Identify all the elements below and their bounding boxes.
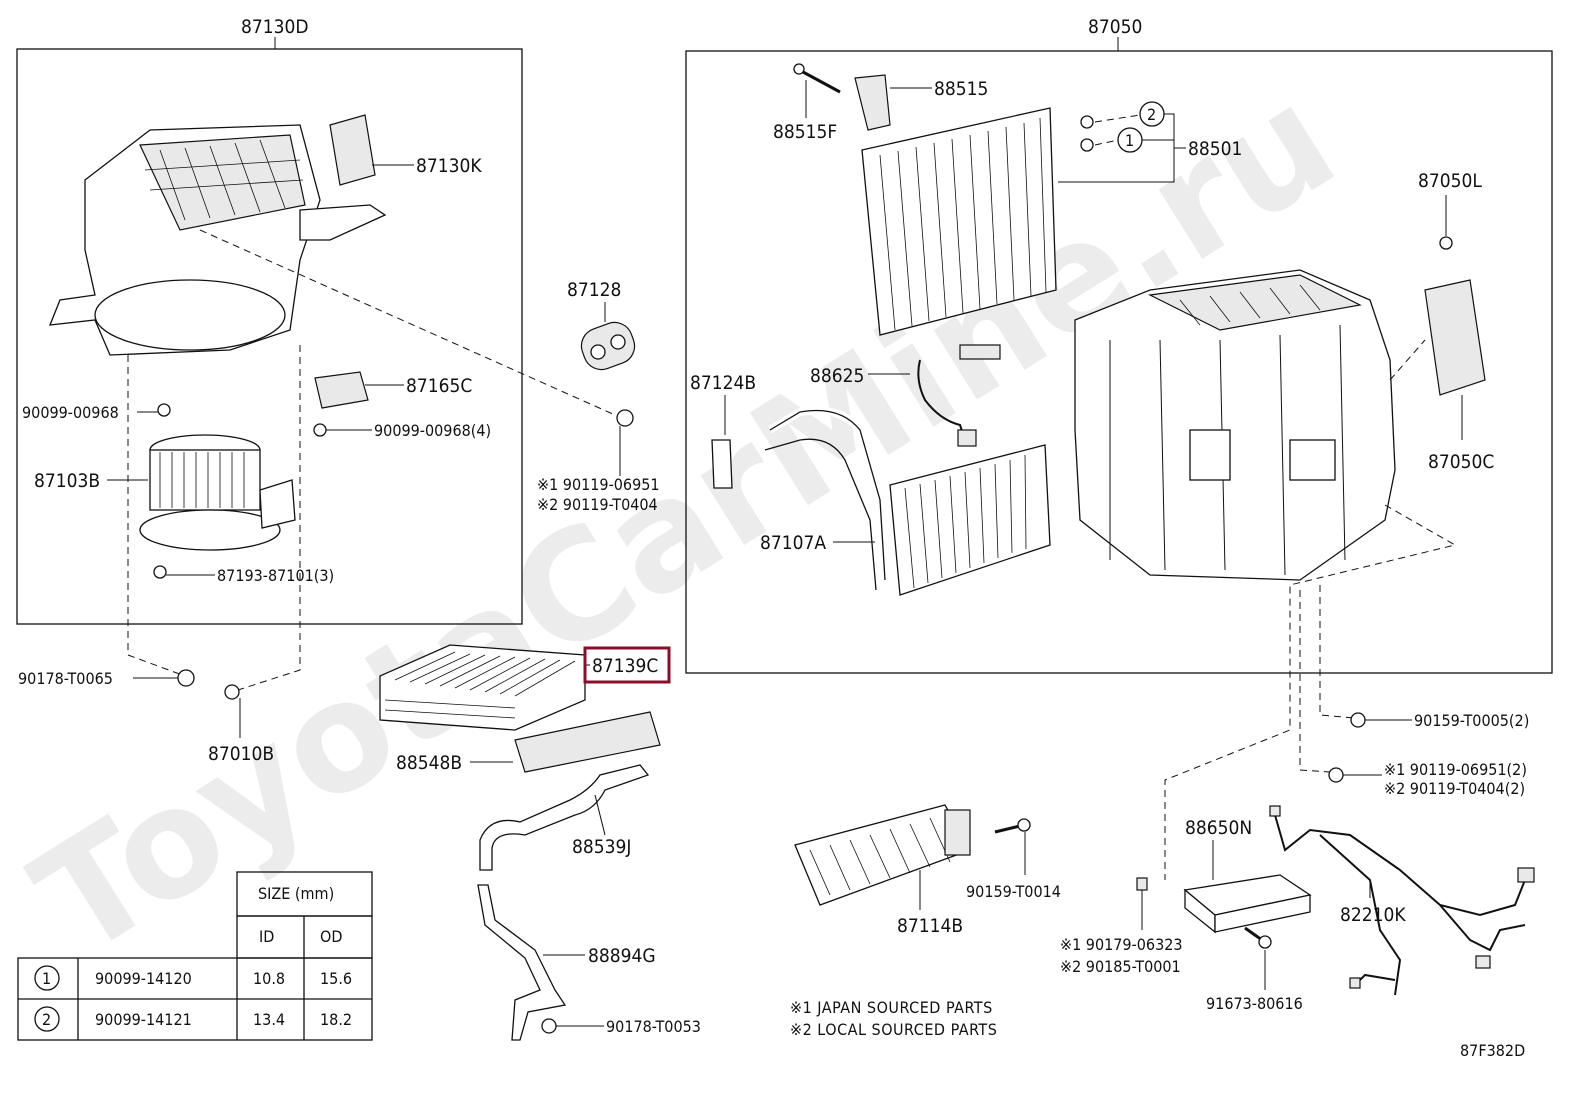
- seal-87128-illustration: [580, 321, 636, 371]
- label-87103b[interactable]: 87103B: [34, 470, 100, 492]
- label-87139c[interactable]: 87139C: [592, 655, 658, 677]
- row-1-od: 15.6: [320, 969, 352, 988]
- sensor-88625-illustration: [959, 344, 1001, 360]
- size-table-col-id: ID: [259, 927, 274, 946]
- bolt-91673-80616-icon: [1258, 935, 1272, 949]
- label-88894g[interactable]: 88894G: [588, 945, 656, 967]
- label-90159-t0014[interactable]: 90159-T0014: [966, 882, 1061, 901]
- screw-87193-87101-icon: [153, 565, 167, 579]
- cabin-filter-87139c-illustration: [379, 644, 586, 731]
- row-1-id: 10.8: [253, 969, 285, 988]
- label-90178-t0065[interactable]: 90178-T0065: [18, 669, 113, 688]
- row-2-od: 18.2: [320, 1010, 352, 1029]
- callout-2: 2: [1147, 105, 1156, 124]
- bolt-88515f-illustration: [793, 63, 841, 94]
- label-88515[interactable]: 88515: [934, 78, 988, 100]
- label-90119-06951[interactable]: ※1 90119-06951: [537, 475, 660, 494]
- row-2-mark: 2: [42, 1010, 51, 1029]
- blower-motor-87103b-illustration: [139, 434, 296, 551]
- heater-core-87107a-illustration: [764, 406, 1051, 596]
- label-87130k[interactable]: 87130K: [416, 155, 482, 177]
- label-87165c[interactable]: 87165C: [406, 375, 472, 397]
- row-1-mark-icon: [34, 965, 60, 991]
- hvac-unit-87050-illustration: [1074, 269, 1396, 581]
- label-87114b[interactable]: 87114B: [897, 915, 963, 937]
- label-88625[interactable]: 88625: [810, 365, 864, 387]
- label-90185-t0001[interactable]: ※2 90185-T0001: [1060, 957, 1181, 976]
- highlight-87139c: [583, 646, 671, 684]
- evaporator-88501-illustration: [861, 107, 1057, 336]
- clip-90159-t0005-icon: [1350, 712, 1366, 728]
- label-87050c[interactable]: 87050C: [1428, 451, 1494, 473]
- screw-87050l-icon: [1439, 236, 1453, 250]
- label-88548b[interactable]: 88548B: [396, 752, 462, 774]
- label-87193-87101-3[interactable]: 87193-87101(3): [217, 566, 334, 585]
- resistor-87165c-illustration: [314, 371, 369, 409]
- row-2-part[interactable]: 90099-14121: [95, 1010, 192, 1029]
- blower-housing-illustration: [48, 124, 387, 356]
- label-90099-00968[interactable]: 90099-00968: [22, 403, 119, 422]
- clip-87124b-illustration: [711, 439, 733, 489]
- label-90099-00968-4[interactable]: 90099-00968(4): [374, 421, 491, 440]
- note-local-sourced: ※2 LOCAL SOURCED PARTS: [790, 1020, 997, 1039]
- label-87107a[interactable]: 87107A: [760, 532, 826, 554]
- clip-90119-06951-icon: [616, 409, 634, 427]
- clip-90178-t0053-icon: [541, 1018, 557, 1034]
- label-90178-t0053[interactable]: 90178-T0053: [606, 1017, 701, 1036]
- label-88501[interactable]: 88501: [1188, 138, 1242, 160]
- wire-harness-82210k-illustration: [1269, 805, 1535, 996]
- label-90179-06323[interactable]: ※1 90179-06323: [1060, 935, 1183, 954]
- screw-90159-t0014-icon: [1017, 818, 1031, 832]
- screw-90099-00968-icon: [157, 403, 171, 417]
- label-87050l[interactable]: 87050L: [1418, 170, 1482, 192]
- ptc-heater-87114b-illustration: [794, 804, 971, 906]
- label-87010b[interactable]: 87010B: [208, 743, 274, 765]
- actuator-87130k-illustration: [329, 114, 376, 186]
- note-japan-sourced: ※1 JAPAN SOURCED PARTS: [790, 998, 993, 1017]
- row-2-mark-icon: [34, 1006, 60, 1032]
- group-label-87130d[interactable]: 87130D: [241, 16, 309, 38]
- amplifier-88650n-illustration: [1183, 874, 1312, 934]
- label-82210k[interactable]: 82210K: [1340, 904, 1406, 926]
- size-table-header: SIZE (mm): [258, 884, 334, 903]
- clip-90119-06951-2-icon: [1328, 767, 1344, 783]
- actuator-87050c-illustration: [1424, 279, 1486, 396]
- clip-90179-06323-icon: [1136, 877, 1148, 891]
- o-ring-1-icon: [1080, 138, 1094, 152]
- valve-88515-illustration: [854, 74, 891, 131]
- screw-87010b-icon: [224, 684, 240, 700]
- o-ring-2-icon: [1080, 115, 1094, 129]
- row-1-part[interactable]: 90099-14120: [95, 969, 192, 988]
- size-table-col-od: OD: [320, 927, 342, 946]
- diagram-code: 87F382D: [1460, 1041, 1525, 1060]
- label-90119-t0404-2[interactable]: ※2 90119-T0404(2): [1384, 779, 1525, 798]
- clip-90178-t0065-icon: [177, 669, 195, 687]
- label-87128[interactable]: 87128: [567, 279, 621, 301]
- group-box-87130d: [16, 48, 523, 625]
- callout-1: 1: [1125, 131, 1134, 150]
- row-2-id: 13.4: [253, 1010, 285, 1029]
- screw-90099-00968-4-icon: [313, 423, 327, 437]
- label-87124b[interactable]: 87124B: [690, 372, 756, 394]
- drain-88894g-illustration: [477, 884, 567, 1041]
- label-90119-t0404[interactable]: ※2 90119-T0404: [537, 495, 658, 514]
- label-88539j[interactable]: 88539J: [572, 836, 631, 858]
- label-90159-t0005-2[interactable]: 90159-T0005(2): [1414, 711, 1529, 730]
- panel-88548b-illustration: [514, 711, 661, 773]
- group-box-87050: [685, 50, 1553, 674]
- label-90119-06951-2[interactable]: ※1 90119-06951(2): [1384, 760, 1527, 779]
- label-88515f[interactable]: 88515F: [773, 121, 837, 143]
- size-table: SIZE (mm) ID OD 1 90099-14120 10.8 15.6 …: [17, 871, 373, 1041]
- hose-88539j-illustration: [479, 764, 650, 871]
- group-label-87050[interactable]: 87050: [1088, 16, 1142, 38]
- label-91673-80616[interactable]: 91673-80616: [1206, 994, 1303, 1013]
- label-88650n[interactable]: 88650N: [1185, 817, 1252, 839]
- row-1-mark: 1: [42, 969, 51, 988]
